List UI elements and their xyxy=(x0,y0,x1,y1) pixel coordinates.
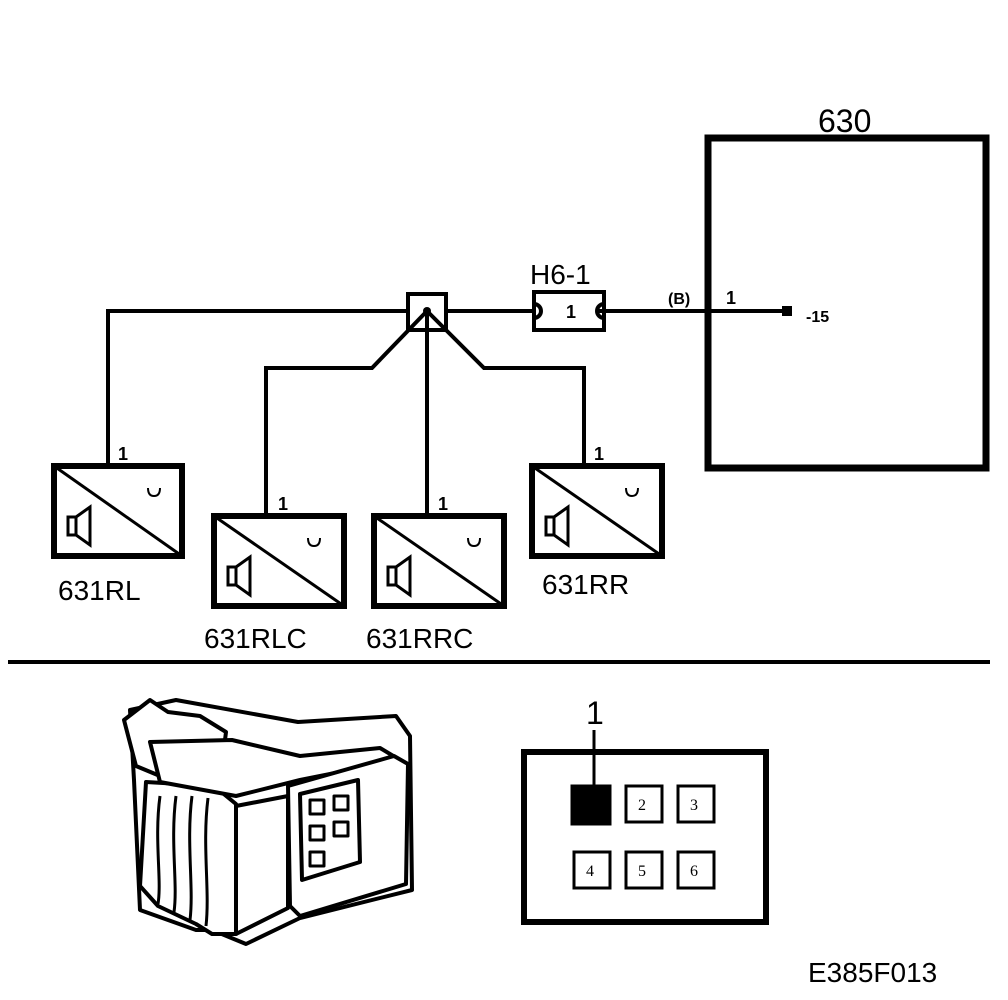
speaker-631rrc-diagonal xyxy=(373,514,505,608)
pin-6: 6 xyxy=(676,850,716,890)
speaker-wires xyxy=(106,309,586,516)
speaker-icon xyxy=(66,504,92,548)
speaker-icon xyxy=(386,554,412,598)
pin-3-label: 3 xyxy=(690,797,698,814)
speaker-631rlc-label: 631RLC xyxy=(204,623,307,654)
speaker-631rl-diagonal xyxy=(53,464,183,558)
speaker-631rr-diagonal xyxy=(531,464,663,558)
control-unit-wire-code: (B) xyxy=(668,291,690,308)
wire-to-631rr xyxy=(425,309,586,466)
speaker-631rr: 1 631RR xyxy=(529,444,665,600)
speaker-631rrc: 1 631RRC xyxy=(366,494,507,654)
speaker-631rrc-box xyxy=(371,513,507,609)
speaker-631rlc-mark xyxy=(307,537,321,548)
speaker-icon xyxy=(544,504,570,548)
speaker-631rl-mark xyxy=(147,487,161,498)
speaker-631rlc: 1 631RLC xyxy=(204,494,347,654)
connector-h6-left-socket xyxy=(533,302,543,320)
pin-6-label: 6 xyxy=(690,863,698,880)
speaker-631rrc-mark xyxy=(467,537,481,548)
connector-h6-1: H6-1 1 xyxy=(530,259,606,332)
speaker-631rr-label: 631RR xyxy=(542,569,629,600)
speaker-631rlc-box xyxy=(211,513,347,609)
speaker-631rr-box xyxy=(529,463,665,559)
control-unit-pin: 1 xyxy=(726,288,736,308)
wire-to-631rlc xyxy=(264,309,429,516)
connector-h6-right-socket xyxy=(595,302,605,320)
pinout-callout: 1 xyxy=(586,695,604,731)
speaker-icon xyxy=(226,554,252,598)
pin-5-label: 5 xyxy=(638,863,646,880)
connector-inner-wall xyxy=(235,794,290,936)
wire-to-631rl xyxy=(106,309,408,466)
connector-h6-pin: 1 xyxy=(566,302,576,322)
connector-terminals xyxy=(308,794,350,868)
speaker-631rlc-pin: 1 xyxy=(278,494,288,514)
pinout-frame xyxy=(521,749,769,925)
speaker-631rl-pin: 1 xyxy=(118,444,128,464)
terminal-dot xyxy=(782,306,792,316)
pin-2-label: 2 xyxy=(638,797,646,814)
speaker-631rr-mark xyxy=(625,487,639,498)
speaker-631rr-pin: 1 xyxy=(594,444,604,464)
speaker-631rl-box xyxy=(51,463,185,559)
pin-1-filled xyxy=(570,784,612,826)
speaker-631rl-label: 631RL xyxy=(58,575,141,606)
speaker-631rlc-diagonal xyxy=(213,514,345,608)
connector-ribs xyxy=(156,795,210,927)
control-unit-label: 630 xyxy=(818,103,871,139)
control-unit-630: 630 (B) 1 -15 xyxy=(668,103,990,472)
control-unit-signal: -15 xyxy=(806,309,829,326)
pin-4: 4 xyxy=(572,850,612,890)
connector-h6-label: H6-1 xyxy=(530,259,591,290)
control-unit-box xyxy=(704,134,990,472)
pin-5: 5 xyxy=(624,850,664,890)
pin-4-label: 4 xyxy=(586,863,594,880)
pin-3: 3 xyxy=(676,784,716,824)
figure-code: E385F013 xyxy=(808,957,937,988)
speaker-631rrc-pin: 1 xyxy=(438,494,448,514)
pin-2: 2 xyxy=(624,784,664,824)
speaker-631rl: 1 631RL xyxy=(51,444,185,606)
speaker-631rrc-label: 631RRC xyxy=(366,623,473,654)
pinout-view: 1 2 3 4 5 6 xyxy=(521,695,769,925)
connector-illustration xyxy=(122,698,414,946)
